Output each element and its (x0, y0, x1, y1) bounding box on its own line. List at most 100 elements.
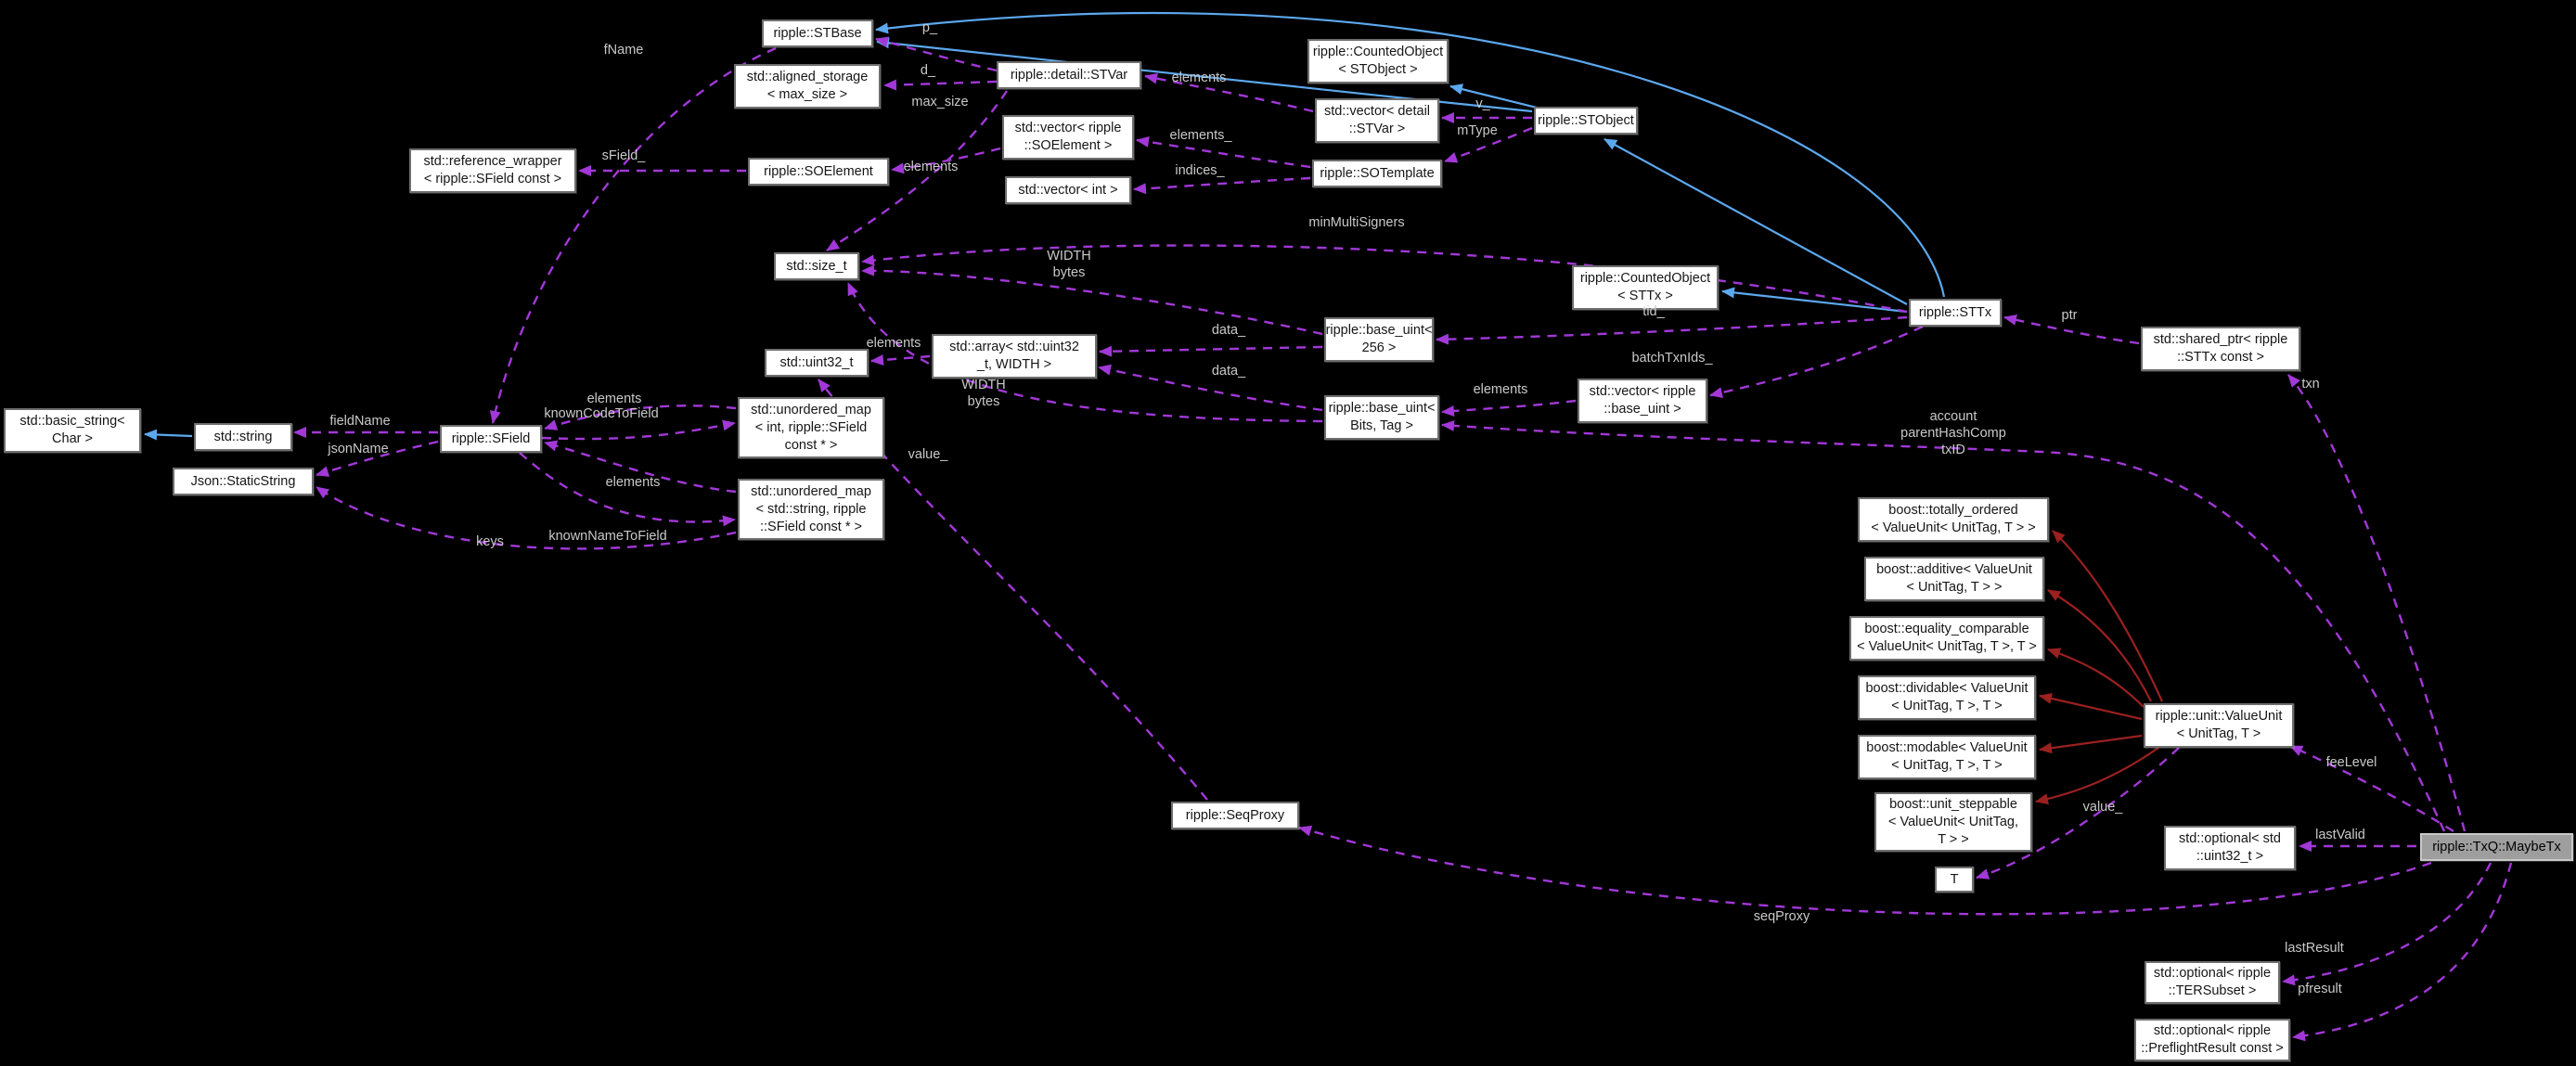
class-node-vector-stvar[interactable]: std::vector< detail ::STVar > (1315, 98, 1439, 143)
edge-label: elements (586, 392, 642, 406)
usage-edge (1441, 419, 2446, 832)
class-node-string[interactable]: std::string (194, 423, 292, 451)
edge-label: fName (603, 43, 644, 58)
class-node-sotemplate[interactable]: ripple::SOTemplate (1312, 160, 1442, 187)
class-node-base-uint-256[interactable]: ripple::base_uint< 256 > (1324, 317, 1434, 362)
class-node-seqproxy[interactable]: ripple::SeqProxy (1171, 802, 1299, 829)
class-node-additive[interactable]: boost::additive< ValueUnit < UnitTag, T … (1864, 557, 2044, 601)
class-node-optional-tersubset[interactable]: std::optional< ripple ::TERSubset > (2145, 961, 2280, 1004)
edge-label: elements (605, 475, 661, 490)
class-node-modable[interactable]: boost::modable< ValueUnit < UnitTag, T >… (1858, 735, 2036, 779)
edge-label: v_ (1475, 96, 1490, 111)
edge-label: sField_ (601, 148, 646, 163)
edge-label: elements (903, 160, 959, 174)
inherit-edge (144, 429, 193, 441)
usage-edge (316, 440, 439, 477)
class-node-vector-int[interactable]: std::vector< int > (1005, 176, 1131, 204)
edge-label: fieldName (329, 414, 391, 429)
class-node-optional-preflight[interactable]: std::optional< ripple ::PreflightResult … (2134, 1019, 2290, 1061)
usage-edge (826, 90, 1008, 252)
class-node-size-t[interactable]: std::size_t (774, 252, 859, 280)
usage-edge (861, 264, 1323, 336)
class-node-array-uint32[interactable]: std::array< std::uint32 _t, WIDTH > (932, 334, 1097, 379)
template-edge (2039, 693, 2143, 721)
class-node-shared-ptr-sttx[interactable]: std::shared_ptr< ripple ::STTx const > (2141, 327, 2300, 371)
class-node-vector-soelement[interactable]: std::vector< ripple ::SOElement > (1002, 115, 1134, 160)
template-edge (2039, 734, 2143, 754)
usage-edge (1098, 364, 1323, 412)
class-node-counted-sttx[interactable]: ripple::CountedObject < STTx > (1572, 265, 1719, 310)
class-node-sfield[interactable]: ripple::SField (440, 425, 542, 453)
edge-label: knownNameToField (548, 529, 667, 544)
usage-edge (2289, 744, 2454, 833)
edge-label: tid_ (1642, 304, 1665, 319)
edge-label: value_ (2082, 800, 2123, 815)
edge-label: p_ (921, 20, 938, 35)
edge-label: elements (866, 336, 921, 351)
class-node-valueunit[interactable]: ripple::unit::ValueUnit < UnitTag, T > (2144, 703, 2294, 748)
class-node-soelement[interactable]: ripple::SOElement (748, 158, 889, 186)
edge-label: value_ (908, 447, 948, 462)
edge-label: max_size (911, 95, 969, 109)
class-node-maybetx[interactable]: ripple::TxQ::MaybeTx (2420, 833, 2573, 861)
edge-label: txn (2301, 377, 2320, 392)
edge-label: lastValid (2315, 828, 2365, 842)
class-node-t-box[interactable]: T (1935, 867, 1974, 893)
class-node-static-string[interactable]: Json::StaticString (173, 468, 314, 495)
usage-edge (846, 282, 1323, 423)
usage-edge (544, 440, 737, 494)
usage-edge (1144, 72, 1314, 113)
class-node-basic-string[interactable]: std::basic_string< Char > (4, 408, 141, 453)
usage-edge (861, 244, 1908, 314)
class-node-stbase[interactable]: ripple::STBase (762, 19, 873, 47)
class-node-dividable[interactable]: boost::dividable< ValueUnit < UnitTag, T… (1858, 675, 2036, 720)
class-node-base-uint-bits[interactable]: ripple::base_uint< Bits, Tag > (1324, 395, 1439, 440)
class-node-totally-ordered[interactable]: boost::totally_ordered < ValueUnit< Unit… (1858, 497, 2049, 542)
usage-edge (2292, 862, 2513, 1042)
class-node-uint32[interactable]: std::uint32_t (765, 349, 869, 377)
usage-edge (544, 405, 737, 430)
class-node-counted-stobject[interactable]: ripple::CountedObject < STObject > (1307, 39, 1449, 83)
usage-edge (489, 46, 777, 424)
edge-label: WIDTH bytes (961, 378, 1006, 409)
edge-label: indices_ (1175, 163, 1225, 178)
class-node-vector-base-uint[interactable]: std::vector< ripple ::base_uint > (1578, 379, 1707, 423)
edge-label: seqProxy (1753, 909, 1810, 924)
class-node-stobject[interactable]: ripple::STObject (1534, 107, 1638, 135)
template-edge (2052, 530, 2164, 702)
edge-label: batchTxnIds_ (1631, 351, 1713, 366)
edge-label: feeLevel (2325, 755, 2377, 770)
edge-label: elements (1473, 382, 1528, 397)
edge-label: minMultiSigners (1308, 215, 1405, 230)
usage-edge (1444, 126, 1533, 163)
class-node-unit-steppable[interactable]: boost::unit_steppable < ValueUnit< UnitT… (1874, 792, 2032, 852)
class-node-umap-int[interactable]: std::unordered_map < int, ripple::SField… (738, 397, 884, 458)
edge-label: keys (476, 534, 504, 549)
class-node-equality-comparable[interactable]: boost::equality_comparable < ValueUnit< … (1849, 616, 2044, 661)
edge-label: elements (1171, 71, 1227, 85)
edge-label: d_ (920, 63, 936, 78)
class-node-reference-wrapper[interactable]: std::reference_wrapper < ripple::SField … (409, 148, 576, 193)
class-node-umap-string[interactable]: std::unordered_map < std::string, ripple… (738, 479, 884, 540)
class-node-stvar[interactable]: ripple::detail::STVar (997, 61, 1141, 89)
class-node-aligned-storage[interactable]: std::aligned_storage < max_size > (734, 64, 881, 109)
usage-edge (2003, 314, 2140, 345)
usage-edge (2282, 862, 2492, 986)
usage-edge (1136, 135, 1311, 169)
usage-edge (891, 147, 1001, 174)
class-node-optional-uint32[interactable]: std::optional< std ::uint32_t > (2164, 826, 2296, 870)
edge-label: data_ (1211, 323, 1246, 338)
usage-edge (1709, 325, 1924, 398)
template-edge (2047, 589, 2152, 702)
edge-label: pfresult (2298, 982, 2342, 996)
usage-edge (1298, 825, 2432, 916)
edge-label: jsonName (328, 442, 389, 456)
usage-edge (2287, 374, 2467, 832)
class-node-sttx[interactable]: ripple::STTx (1909, 299, 2002, 327)
inherit-edge (1449, 83, 1541, 110)
usage-edge (1441, 399, 1577, 417)
edge-label: elements_ (1169, 128, 1232, 143)
edge-label: data_ (1211, 364, 1246, 379)
edge-label: ptr (2061, 308, 2078, 323)
